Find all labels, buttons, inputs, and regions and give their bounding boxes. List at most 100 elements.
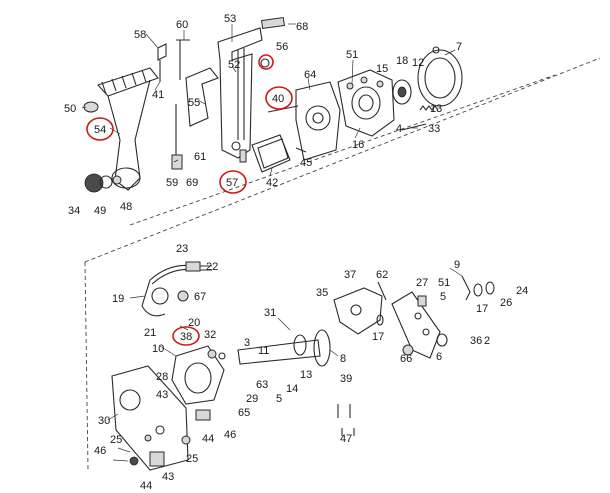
label: 3 — [244, 337, 250, 349]
bolt-4 — [401, 123, 427, 131]
label: 53 — [224, 13, 236, 25]
label: 24 — [516, 285, 528, 297]
base-plate-30 — [111, 365, 189, 471]
label: 54 — [94, 124, 106, 136]
spring-38 — [207, 349, 217, 359]
pin-12 — [432, 46, 440, 54]
label: 67 — [194, 291, 206, 303]
highlight-40 — [265, 86, 293, 110]
label: 43 — [162, 471, 174, 483]
label: 29 — [246, 393, 258, 405]
washer-17b — [376, 314, 384, 326]
lever-9 — [461, 275, 471, 301]
washer-25b — [181, 435, 191, 445]
label: 46 — [94, 445, 106, 457]
label: 44 — [140, 480, 152, 492]
label: 58 — [134, 29, 146, 41]
label: 14 — [286, 383, 298, 395]
label: 46 — [224, 429, 236, 441]
label: 12 — [412, 57, 424, 69]
washer-26 — [485, 281, 495, 295]
screws-39-47 — [337, 404, 355, 436]
assembly-boundary-mid — [129, 74, 556, 226]
label: 28 — [156, 371, 168, 383]
label: 51 — [346, 49, 358, 61]
label: 36 — [470, 335, 482, 347]
label: 18 — [396, 55, 408, 67]
label: 65 — [238, 407, 250, 419]
housing-64 — [295, 81, 341, 161]
label: 39 — [340, 373, 352, 385]
upper-labels: 58 60 53 68 56 7 51 18 12 15 50 41 52 64… — [64, 13, 462, 217]
label: 9 — [454, 259, 460, 271]
ball-66 — [402, 344, 414, 356]
plate-6 — [391, 291, 441, 359]
label: 27 — [416, 277, 428, 289]
label: 10 — [152, 343, 164, 355]
label: 40 — [272, 93, 284, 105]
wire-harness — [141, 261, 212, 317]
label: 64 — [304, 69, 316, 81]
shift-rod — [157, 39, 190, 170]
label: 16 — [352, 139, 364, 151]
label: 55 — [188, 97, 200, 109]
label: 13 — [430, 103, 442, 115]
pin-57 — [239, 149, 247, 163]
label: 34 — [68, 205, 80, 217]
label: 5 — [276, 393, 282, 405]
gear-18 — [392, 79, 412, 105]
label: 60 — [176, 19, 188, 31]
shaft-8 — [237, 329, 331, 367]
pin-3 — [218, 352, 226, 360]
label: 62 — [376, 269, 388, 281]
label: 56 — [276, 41, 288, 53]
highlight-57 — [219, 170, 247, 194]
highlight-38 — [172, 326, 200, 346]
label: 5 — [440, 291, 446, 303]
label: 15 — [376, 63, 388, 75]
assembly-boundary-left — [84, 261, 89, 471]
clip-56 — [260, 58, 270, 68]
screw-48 — [112, 175, 122, 185]
label: 7 — [456, 41, 462, 53]
label: 4 — [396, 123, 402, 135]
label: 11 — [258, 345, 269, 357]
gasket-42 — [251, 134, 291, 173]
label: 43 — [156, 389, 168, 401]
label: 48 — [120, 201, 132, 213]
washer-17 — [473, 283, 483, 297]
highlight-circles — [86, 54, 293, 346]
label: 57 — [226, 177, 238, 189]
label: 31 — [264, 307, 276, 319]
leader-lines — [81, 23, 463, 462]
screw-62 — [377, 281, 387, 301]
label: 66 — [400, 353, 412, 365]
assembly-boundary-upper — [84, 57, 601, 263]
washer-36 — [436, 333, 448, 347]
pad-68 — [260, 16, 286, 30]
label: 25 — [186, 453, 198, 465]
label: 8 — [340, 353, 346, 365]
label: 44 — [202, 433, 214, 445]
nut-44 — [149, 451, 165, 467]
label: 50 — [64, 103, 76, 115]
label: 69 — [186, 177, 198, 189]
label: 23 — [176, 243, 188, 255]
nut-46 — [129, 456, 139, 466]
grommet-67 — [177, 290, 189, 302]
label: 19 — [112, 293, 124, 305]
lever-plate — [217, 27, 263, 159]
label: 49 — [94, 205, 106, 217]
spring-13 — [419, 105, 439, 111]
label: 6 — [436, 351, 442, 363]
label: 61 — [194, 151, 206, 163]
label: 20 — [188, 317, 200, 329]
label: 52 — [228, 59, 240, 71]
screw-51b — [360, 76, 368, 84]
spring-27 — [417, 295, 427, 307]
highlight-54 — [86, 117, 114, 141]
label: 51 — [438, 277, 450, 289]
label: 63 — [256, 379, 268, 391]
